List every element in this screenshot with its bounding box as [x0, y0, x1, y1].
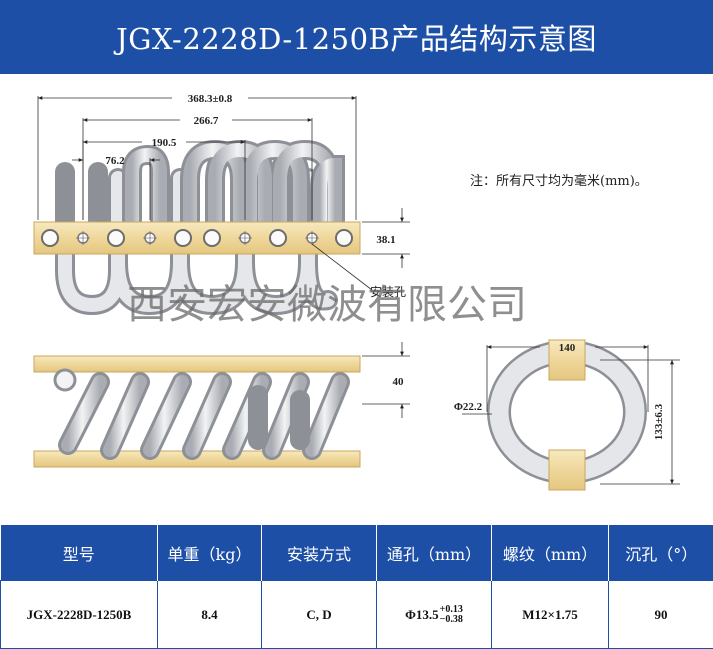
- header-thread: 螺纹（mm）: [491, 525, 609, 581]
- cell-weight: 8.4: [157, 580, 262, 649]
- dim-end-width: 140: [559, 342, 576, 354]
- page-header: JGX-2228D-1250B产品结构示意图: [0, 0, 713, 74]
- header-counterbore: 沉孔（°）: [608, 525, 713, 581]
- side-view-coils: [53, 368, 350, 460]
- dim-end-height: 133±6.3: [653, 403, 665, 440]
- spec-header-row: 型号 单重（kg） 安装方式 通孔（mm） 螺纹（mm） 沉孔（°）: [0, 525, 713, 581]
- table-row: JGX-2228D-1250B 8.4 C, D Φ13.5+0.13−0.38…: [0, 580, 713, 649]
- cell-counterbore: 90: [608, 580, 713, 649]
- hole-diameter: Φ13.5: [405, 606, 439, 622]
- header-through-hole: 通孔（mm）: [376, 525, 492, 581]
- dim-height-side: 40: [393, 376, 405, 388]
- header-mounting: 安装方式: [261, 525, 377, 581]
- tolerance-minus: −0.38: [439, 613, 463, 625]
- mounting-hole-callout: 安装孔: [370, 284, 406, 299]
- dim-length-3: 190.5: [152, 137, 177, 149]
- dim-length-2: 266.7: [194, 115, 219, 127]
- top-view: 368.3±0.8 266.7 190.5 76.2 38.1 安装孔 注：所有…: [33, 93, 648, 316]
- tolerance-plus: +0.13: [439, 603, 463, 615]
- units-note: 注：所有尺寸均为毫米(mm)。: [470, 173, 648, 189]
- side-view: 40: [33, 342, 410, 468]
- spec-table: 型号 单重（kg） 安装方式 通孔（mm） 螺纹（mm） 沉孔（°） JGX-2…: [0, 525, 713, 649]
- dim-height-top: 38.1: [376, 234, 395, 246]
- end-dimensions: [462, 345, 680, 485]
- top-view-coils: [55, 139, 345, 316]
- cell-mounting: C, D: [261, 580, 377, 649]
- top-dimensions: [37, 96, 410, 291]
- header-model: 型号: [0, 525, 158, 581]
- header-weight: 单重（kg）: [157, 525, 262, 581]
- side-dimensions: [362, 342, 410, 418]
- dim-overall-length: 368.3±0.8: [188, 93, 233, 105]
- page-title: JGX-2228D-1250B产品结构示意图: [116, 22, 597, 56]
- top-view-clamp-bar: [33, 221, 361, 255]
- dim-cable-diameter: Φ22.2: [454, 401, 483, 413]
- dim-length-4: 76.2: [105, 155, 125, 167]
- structure-drawing: 368.3±0.8 266.7 190.5 76.2 38.1 安装孔 注：所有…: [33, 93, 680, 491]
- bar-holes: [41, 229, 353, 247]
- cell-thread: M12×1.75: [491, 580, 609, 649]
- end-view: 140 133±6.3 Φ22.2: [454, 339, 680, 491]
- hole-tolerance: +0.13−0.38: [439, 603, 463, 625]
- cell-model: JGX-2228D-1250B: [0, 580, 158, 649]
- cell-through-hole: Φ13.5+0.13−0.38: [376, 580, 492, 649]
- company-watermark: 西安宏安微波有限公司: [127, 282, 527, 328]
